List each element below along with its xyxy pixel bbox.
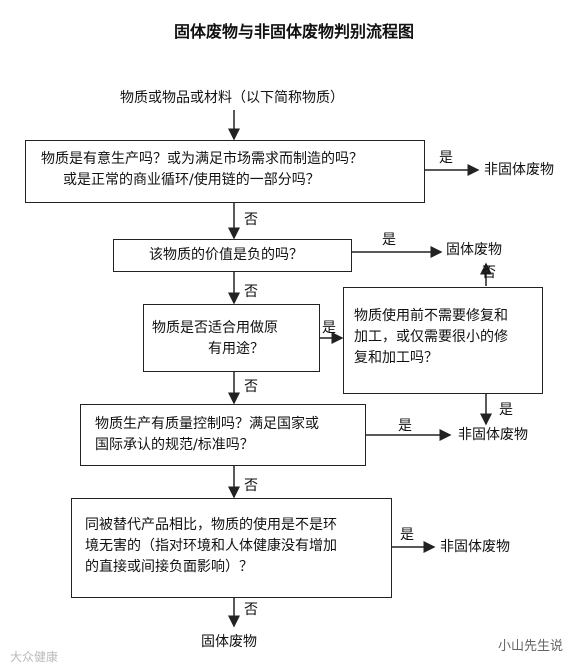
result-waste-1: 固体废物 <box>446 242 502 258</box>
box2-text: 该物质的价值是负的吗？ <box>149 247 303 263</box>
label-yes-6: 是 <box>400 527 414 543</box>
box5-line1: 物质生产有质量控制吗？满足国家或 <box>95 416 319 432</box>
label-yes-4: 是 <box>499 402 513 418</box>
decision-box-6: 同被替代产品相比，物质的使用是不是环 境无害的（指对环境和人体健康没有增加 的直… <box>71 498 392 598</box>
label-yes-3: 是 <box>322 320 336 336</box>
label-no-6: 否 <box>244 602 258 618</box>
box6-line1: 同被替代产品相比，物质的使用是不是环 <box>85 517 337 533</box>
flowchart-title: 固体废物与非固体废物判别流程图 <box>173 22 414 41</box>
result-waste-2: 固体废物 <box>201 634 257 650</box>
box1-line1: 物质是有意生产吗？或为满足市场需求而制造的吗？ <box>41 151 363 167</box>
box4-line1: 物质使用前不需要修复和 <box>354 308 508 324</box>
result-non-waste-3: 非固体废物 <box>440 539 510 555</box>
label-no-1: 否 <box>244 212 258 228</box>
decision-box-5: 物质生产有质量控制吗？满足国家或 国际承认的规范/标准吗？ <box>80 404 366 466</box>
result-non-waste-1: 非固体废物 <box>484 162 554 178</box>
box6-line2: 境无害的（指对环境和人体健康没有增加 <box>85 538 337 554</box>
label-yes-5: 是 <box>398 418 412 434</box>
watermark-right: 小山先生说 <box>498 639 564 654</box>
box4-line3: 复和加工吗？ <box>354 350 438 366</box>
watermark-left: 大众健康 <box>10 650 59 664</box>
box4-line2: 加工，或仅需要很小的修 <box>354 329 508 345</box>
decision-box-1: 物质是有意生产吗？或为满足市场需求而制造的吗？ 或是正常的商业循环/使用链的一部… <box>25 140 425 203</box>
decision-box-4: 物质使用前不需要修复和 加工，或仅需要很小的修 复和加工吗？ <box>343 287 543 394</box>
label-yes-1: 是 <box>439 150 453 166</box>
label-no-3: 否 <box>244 379 258 395</box>
label-yes-2: 是 <box>382 232 396 248</box>
decision-box-2: 该物质的价值是负的吗？ <box>113 239 352 272</box>
start-node: 物质或物品或材料（以下简称物质） <box>120 90 344 106</box>
label-no-5: 否 <box>244 478 258 494</box>
label-no-4: 否 <box>482 265 496 281</box>
box3-line2: 有用途？ <box>208 341 264 357</box>
decision-box-3: 物质是否适合用做原 有用途？ <box>143 304 320 372</box>
box3-line1: 物质是否适合用做原 <box>152 320 278 336</box>
result-non-waste-2: 非固体废物 <box>458 427 528 443</box>
box6-line3: 的直接或间接负面影响）？ <box>85 559 253 575</box>
box5-line2: 国际承认的规范/标准吗？ <box>95 437 254 453</box>
label-no-2: 否 <box>244 284 258 300</box>
box1-line2: 或是正常的商业循环/使用链的一部分吗？ <box>63 172 320 188</box>
